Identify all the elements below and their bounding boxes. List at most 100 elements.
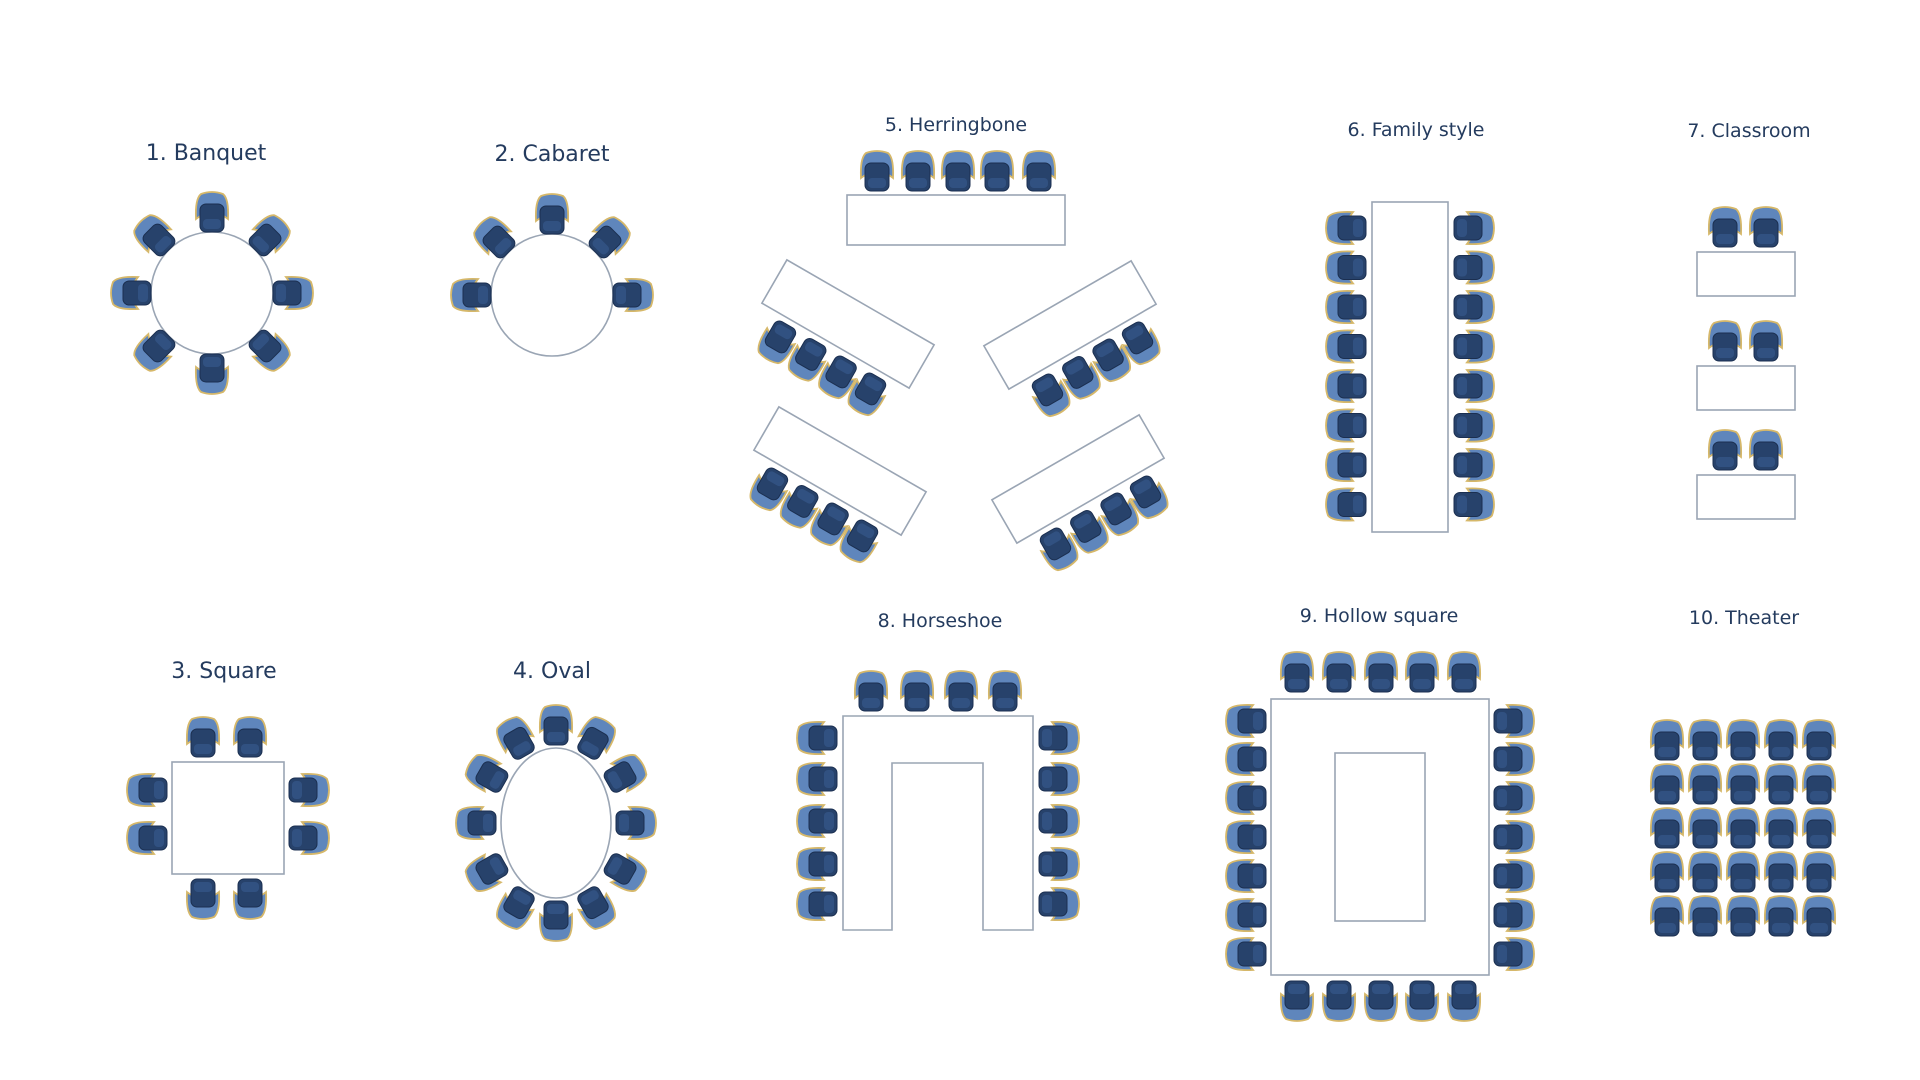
label-hollow-square: 9. Hollow square — [1299, 605, 1459, 627]
chair-icon — [1687, 763, 1723, 805]
chair-icon — [1404, 980, 1440, 1022]
chair-icon — [185, 878, 221, 920]
chair-icon — [1725, 763, 1761, 805]
chair-icon — [1649, 851, 1685, 893]
chair-icon — [1092, 338, 1132, 383]
layout-cabaret — [450, 193, 654, 357]
chair-icon — [1707, 429, 1743, 471]
chair-icon — [1748, 429, 1784, 471]
chair-icon — [1763, 719, 1799, 761]
chair-icon — [1038, 846, 1080, 882]
chair-icon — [272, 275, 314, 311]
chair-icon — [900, 150, 936, 192]
chair-icon — [538, 900, 574, 942]
chair-icon — [126, 820, 168, 856]
chair-icon — [853, 670, 889, 712]
chair-icon — [749, 467, 789, 512]
table-outline — [1696, 251, 1796, 297]
chair-icon — [1038, 761, 1080, 797]
table-outline — [1696, 474, 1796, 520]
label-square: 3. Square — [171, 659, 277, 684]
chair-icon — [1649, 763, 1685, 805]
chair-icon — [1225, 741, 1267, 777]
label-classroom: 7. Classroom — [1687, 120, 1811, 142]
chair-icon — [1061, 356, 1101, 400]
chair-icon — [1363, 651, 1399, 693]
chair-icon — [796, 761, 838, 797]
chair-icon — [818, 355, 858, 400]
chair-icon — [987, 670, 1023, 712]
chair-icon — [1748, 206, 1784, 248]
chair-icon — [1725, 719, 1761, 761]
chair-icon — [450, 277, 492, 313]
chair-icon — [796, 803, 838, 839]
chair-icon — [1649, 719, 1685, 761]
chair-icon — [1038, 886, 1080, 922]
chair-icon — [1321, 651, 1357, 693]
chair-icon — [126, 772, 168, 808]
chair-icon — [1493, 858, 1535, 894]
chair-icon — [615, 805, 657, 841]
chair-icon — [1325, 250, 1367, 285]
chair-icon — [538, 704, 574, 746]
table-outline — [490, 233, 614, 357]
chair-icon — [1687, 807, 1723, 849]
layout-hollow-square — [1225, 651, 1535, 1022]
chair-icon — [796, 720, 838, 756]
layout-family-style — [1325, 201, 1495, 533]
chair-icon — [496, 716, 535, 760]
chair-icon — [1649, 807, 1685, 849]
chair-icon — [1325, 368, 1367, 404]
chair-icon — [1687, 895, 1723, 937]
chair-icon — [1325, 289, 1367, 325]
chair-icon — [248, 214, 291, 257]
label-oval: 4. Oval — [513, 659, 591, 684]
chair-icon — [534, 193, 570, 235]
chair-icon — [810, 502, 850, 547]
chair-icon — [185, 716, 221, 758]
chair-icon — [1121, 321, 1161, 366]
table-outline — [171, 761, 285, 875]
chair-icon — [473, 216, 516, 259]
layout-banquet — [110, 191, 314, 395]
chair-icon — [455, 805, 497, 841]
chair-icon — [110, 275, 152, 311]
chair-icon — [496, 886, 535, 930]
chair-icon — [1493, 741, 1535, 777]
table-outline — [990, 413, 1166, 545]
chair-icon — [1763, 851, 1799, 893]
chair-icon — [1493, 819, 1535, 855]
table-outline — [760, 258, 936, 390]
chair-icon — [1225, 897, 1267, 933]
table-outline — [846, 194, 1066, 246]
table-outline — [752, 405, 928, 537]
chair-icon — [1069, 510, 1109, 554]
chair-icon — [1325, 329, 1367, 364]
chair-icon — [1453, 408, 1495, 443]
chair-icon — [194, 191, 230, 233]
chair-icon — [603, 754, 648, 793]
label-family-style: 6. Family style — [1347, 119, 1485, 141]
chair-icon — [1363, 980, 1399, 1022]
chair-icon — [1129, 475, 1169, 520]
chair-icon — [288, 820, 330, 856]
chair-icon — [1707, 320, 1743, 362]
chair-icon — [603, 853, 648, 892]
chair-icon — [1493, 780, 1535, 816]
table-outline — [842, 715, 1034, 931]
layout-horseshoe — [796, 670, 1080, 931]
chair-icon — [248, 329, 291, 372]
chair-icon — [859, 150, 895, 192]
chair-icon — [1021, 150, 1057, 192]
chair-icon — [577, 716, 616, 760]
chair-icon — [757, 320, 797, 365]
chair-icon — [1225, 819, 1267, 855]
table-outline — [1696, 365, 1796, 411]
chair-icon — [1493, 897, 1535, 933]
chair-icon — [1031, 373, 1071, 418]
chair-icon — [940, 150, 976, 192]
label-horseshoe: 8. Horseshoe — [877, 610, 1003, 632]
chair-icon — [1325, 210, 1367, 246]
chair-icon — [133, 329, 176, 372]
chair-icon — [1404, 651, 1440, 693]
